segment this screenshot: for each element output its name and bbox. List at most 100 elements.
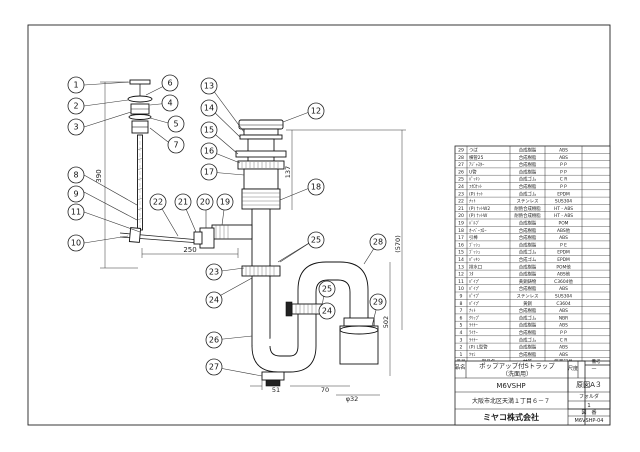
parts-row-no: 17 xyxy=(458,235,464,241)
parts-row-name: ﾊﾟｯｷﾝ xyxy=(469,176,480,183)
parts-header-remark: 備考 xyxy=(591,358,601,365)
parts-row-no: 27 xyxy=(458,162,464,168)
balloon-25b: 25 xyxy=(318,280,336,298)
parts-row-name: ﾗｲﾅｰ xyxy=(469,323,478,329)
parts-row-no: 4 xyxy=(460,330,463,336)
svg-text:7: 7 xyxy=(173,141,178,150)
svg-text:18: 18 xyxy=(311,183,321,192)
balloon-2: 2 xyxy=(67,97,85,115)
svg-text:29: 29 xyxy=(373,298,383,307)
title-folder-value: 1 xyxy=(587,403,591,409)
balloon-10: 10 xyxy=(67,234,85,252)
parts-row-name: ﾌﾞｯｼｭ xyxy=(469,249,480,256)
svg-text:21: 21 xyxy=(178,198,188,207)
parts-row-spec: C R xyxy=(560,337,568,343)
parts-row-name: ﾗｲﾅｰ xyxy=(469,337,478,343)
parts-row-material: 合成ゴム xyxy=(519,256,537,263)
parts-row-spec: NBR xyxy=(559,315,568,321)
title-drawing-no: M6VSHP-04 xyxy=(575,418,604,424)
parts-row-no: 28 xyxy=(458,155,464,161)
svg-text:28: 28 xyxy=(373,238,383,247)
title-scale-label: 尺度 xyxy=(568,365,578,372)
parts-row-spec: HT - ABS xyxy=(554,206,573,212)
parts-row-name: ﾊﾟｲﾌﾟ xyxy=(469,300,480,307)
parts-row-name: ﾅｯﾄ xyxy=(469,308,476,314)
parts-row-name: ﾊﾞﾙﾌﾞ xyxy=(469,220,480,227)
balloon-19: 19 xyxy=(216,193,234,211)
parts-row-no: 11 xyxy=(458,279,464,285)
parts-row-name: ｸﾘｯﾌﾟ xyxy=(469,314,480,321)
parts-row-spec: POM他 xyxy=(556,263,571,270)
balloon-6: 6 xyxy=(161,74,179,92)
parts-row-name: ﾊﾟｯｷﾝ xyxy=(469,256,480,263)
part-balloons: 1 2 3 4 5 6 7 8 9 10 11 12 13 14 15 16 1… xyxy=(67,74,387,377)
parts-row-no: 1 xyxy=(460,352,463,358)
parts-row-name: ﾗｲﾅｰ xyxy=(469,330,478,336)
balloon-11: 11 xyxy=(67,203,85,221)
parts-row-spec: SUS304 xyxy=(555,199,572,205)
title-product-sub: （洗面用） xyxy=(502,370,532,378)
parts-row-name: 横管25 xyxy=(469,154,484,161)
title-block: 品名 ポップアップ付Sトラップ （洗面用） 尺度 － M6VSHP 原図A３ フ… xyxy=(454,360,611,426)
parts-row-material: ステンレス xyxy=(517,294,539,300)
parts-row-material: 耐熱合成樹脂 xyxy=(514,212,541,219)
balloon-22: 22 xyxy=(149,193,167,211)
parts-row-spec: ABS他 xyxy=(557,271,571,278)
dim-502: 502 xyxy=(382,316,390,328)
balloon-28: 28 xyxy=(369,233,387,251)
parts-row-spec: ABS xyxy=(559,352,568,358)
parts-row-material: 黄銅 xyxy=(523,300,532,307)
parts-row-no: 23 xyxy=(458,191,464,197)
parts-row-material: 合成樹脂 xyxy=(519,154,537,161)
parts-row-no: 24 xyxy=(458,184,464,190)
svg-text:15: 15 xyxy=(204,126,214,135)
parts-row-material: 合成樹脂 xyxy=(519,147,537,154)
parts-row-spec: ABS xyxy=(559,148,568,154)
parts-row-spec: ABS xyxy=(559,235,568,241)
parts-row-spec: POM xyxy=(559,221,569,227)
svg-text:8: 8 xyxy=(73,171,78,180)
parts-row-material: ステンレス xyxy=(517,199,539,205)
parts-row-name: ﾊﾟｲﾌﾟ xyxy=(469,285,480,292)
parts-row-material: 合成ゴム xyxy=(519,176,537,183)
parts-row-no: 6 xyxy=(460,315,463,321)
parts-row-no: 5 xyxy=(460,323,463,329)
parts-row-no: 18 xyxy=(458,228,464,234)
balloon-26: 26 xyxy=(205,331,223,349)
parts-row-material: 合成ゴム xyxy=(519,249,537,256)
parts-row-no: 12 xyxy=(458,272,464,278)
parts-row-spec: P P xyxy=(560,169,567,175)
svg-text:14: 14 xyxy=(204,104,214,113)
parts-row-spec: C3604他 xyxy=(554,278,573,285)
parts-row-name: 排水口 xyxy=(469,263,482,270)
parts-row-name: ﾊﾟｲﾌﾟ xyxy=(469,278,480,285)
svg-text:13: 13 xyxy=(204,82,214,91)
svg-text:27: 27 xyxy=(209,363,219,372)
parts-row-name: (P) ﾅｯﾄ xyxy=(469,191,483,197)
parts-row-spec: P P xyxy=(560,330,567,336)
balloon-5: 5 xyxy=(167,115,185,133)
svg-text:1: 1 xyxy=(73,81,78,90)
svg-text:22: 22 xyxy=(153,198,163,207)
svg-text:2: 2 xyxy=(73,102,78,111)
title-folder-label: フォルダ xyxy=(579,393,599,400)
balloon-27: 27 xyxy=(205,358,223,376)
parts-row-spec: ABS他 xyxy=(557,227,571,234)
parts-row-spec: ABS xyxy=(559,155,568,161)
parts-row-no: 26 xyxy=(458,169,464,175)
balloon-3: 3 xyxy=(67,118,85,136)
parts-row-spec: ABS xyxy=(559,286,568,292)
dim-570: (570) xyxy=(394,235,402,252)
parts-row-name: 引棒 xyxy=(469,234,478,241)
parts-row-name: U管 xyxy=(469,168,477,175)
parts-row-name: ﾌﾀ xyxy=(469,272,473,278)
parts-row-name: (P) ﾅｯﾄW xyxy=(469,213,488,219)
title-drawing-label: 原図A３ xyxy=(576,381,602,389)
svg-text:24: 24 xyxy=(322,307,332,316)
parts-row-no: 22 xyxy=(458,199,464,205)
parts-row-material: 合成樹脂 xyxy=(519,322,537,329)
parts-row-material: 合成ゴム xyxy=(519,336,537,343)
balloon-18: 18 xyxy=(307,178,325,196)
svg-text:11: 11 xyxy=(71,208,81,217)
parts-row-name: つば xyxy=(469,147,478,154)
